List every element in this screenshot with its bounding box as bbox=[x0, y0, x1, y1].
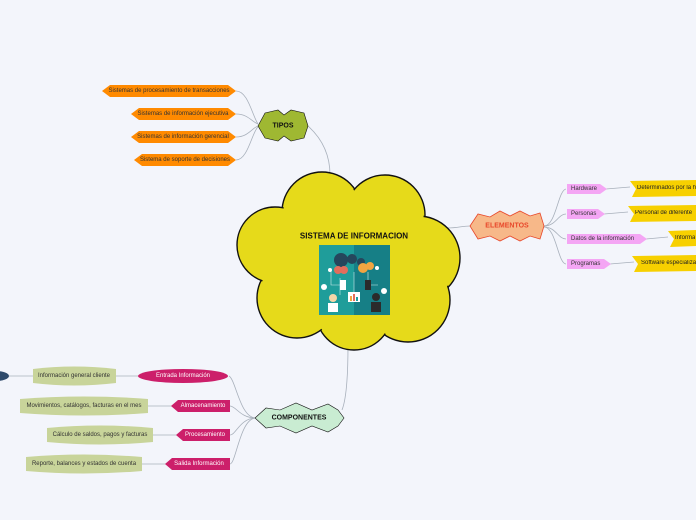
componentes-detail[interactable]: Cálculo de saldos, pagos y facturas bbox=[52, 432, 148, 438]
tipos-children bbox=[102, 85, 236, 166]
elementos-details bbox=[628, 180, 696, 272]
elementos-item[interactable]: Datos de la información bbox=[571, 236, 635, 242]
componentes-item[interactable]: Almacenamiento bbox=[180, 403, 226, 409]
componentes-detail[interactable]: Reporte, balances y estados de cuenta bbox=[31, 461, 137, 467]
componentes-label[interactable]: COMPONENTES bbox=[271, 414, 327, 422]
elementos-detail[interactable]: Determinados por la h bbox=[637, 185, 696, 191]
elementos-item[interactable]: Programas bbox=[571, 261, 601, 267]
elementos-detail[interactable]: Informa bbox=[675, 235, 696, 241]
offscreen-node bbox=[0, 371, 9, 381]
tipos-label[interactable]: TIPOS bbox=[272, 122, 294, 130]
tipos-item[interactable]: Sistemas de procesamiento de transaccion… bbox=[108, 88, 230, 94]
elementos-item[interactable]: Hardware bbox=[571, 186, 598, 192]
central-title: SISTEMA DE INFORMACION bbox=[299, 231, 409, 241]
elementos-detail[interactable]: Software especializa bbox=[641, 260, 696, 266]
elementos-label[interactable]: ELEMENTOS bbox=[485, 222, 529, 230]
tipos-item[interactable]: Sistemas de información ejecutiva bbox=[137, 111, 229, 117]
componentes-detail[interactable]: Movimientos, catálogos, facturas en el m… bbox=[26, 403, 142, 409]
componentes-node[interactable] bbox=[254, 402, 345, 434]
tipos-item[interactable]: Sistemas de información gerencial bbox=[137, 134, 229, 140]
elementos-item[interactable]: Personas bbox=[571, 211, 597, 217]
tipos-item[interactable]: Sistema de soporte de decisiones bbox=[139, 157, 231, 163]
componentes-children bbox=[138, 369, 230, 470]
componentes-detail[interactable]: Información general cliente bbox=[37, 373, 111, 379]
componentes-item[interactable]: Entrada Información bbox=[155, 373, 211, 379]
componentes-item[interactable]: Salida Información bbox=[174, 461, 224, 467]
componentes-details bbox=[20, 366, 153, 474]
tipos-node[interactable] bbox=[257, 109, 309, 142]
elementos-children bbox=[567, 184, 647, 269]
componentes-item[interactable]: Procesamiento bbox=[184, 432, 226, 438]
connector-lines bbox=[8, 90, 669, 465]
cloud-network-illustration-icon bbox=[319, 245, 390, 315]
elementos-node[interactable] bbox=[469, 210, 545, 242]
elementos-detail[interactable]: Personal de diferente bbox=[635, 210, 693, 216]
